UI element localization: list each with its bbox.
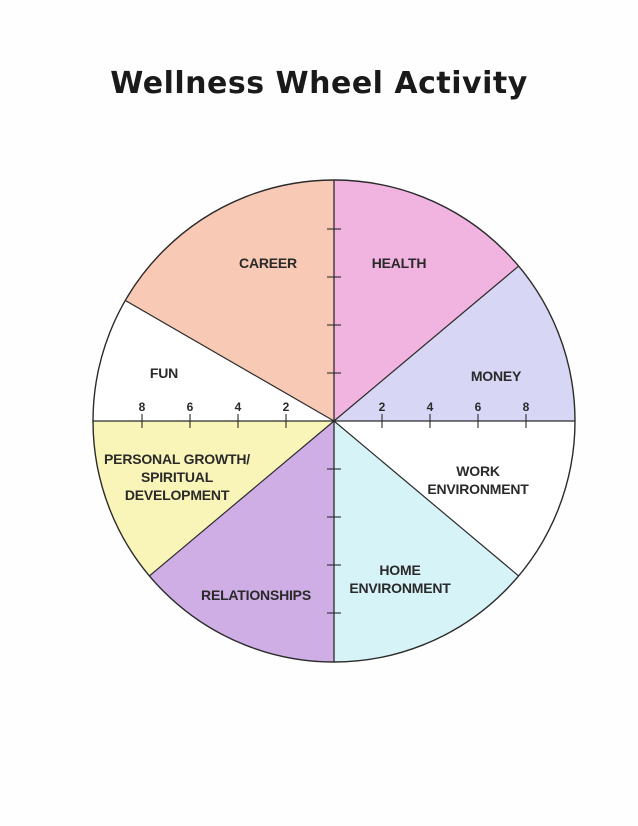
sector-relationships — [149, 421, 334, 662]
scale-label-left: 8 — [139, 400, 146, 414]
scale-label-right: 8 — [523, 400, 530, 414]
scale-label-left: 2 — [283, 400, 290, 414]
label-work: ENVIRONMENT — [427, 481, 529, 497]
divider-line-1 — [124, 299, 335, 422]
scale-label-right: 4 — [427, 400, 434, 414]
label-money: MONEY — [471, 368, 522, 384]
label-fun: FUN — [150, 365, 178, 381]
scale-label-left: 4 — [235, 400, 242, 414]
divider-line-3 — [333, 420, 520, 577]
label-home: ENVIRONMENT — [349, 580, 451, 596]
divider-line-2 — [333, 265, 520, 422]
sector-fun — [93, 300, 334, 421]
scale-label-right: 2 — [379, 400, 386, 414]
sector-personal — [93, 421, 334, 576]
label-personal: PERSONAL GROWTH/ — [104, 451, 250, 467]
label-home: HOME — [379, 562, 420, 578]
label-career: CAREER — [239, 255, 297, 271]
scale-label-right: 6 — [475, 400, 482, 414]
divider-line-4 — [148, 420, 335, 577]
sector-home — [334, 421, 519, 662]
sector-work — [334, 421, 575, 576]
sector-money — [334, 266, 575, 421]
label-health: HEALTH — [372, 255, 427, 271]
sector-career — [125, 180, 334, 421]
label-personal: SPIRITUAL — [141, 469, 214, 485]
scale-label-left: 6 — [187, 400, 194, 414]
label-work: WORK — [456, 463, 500, 479]
sector-health — [334, 180, 519, 421]
page-title: Wellness Wheel Activity — [110, 66, 528, 101]
label-relationships: RELATIONSHIPS — [201, 587, 311, 603]
label-personal: DEVELOPMENT — [125, 487, 230, 503]
